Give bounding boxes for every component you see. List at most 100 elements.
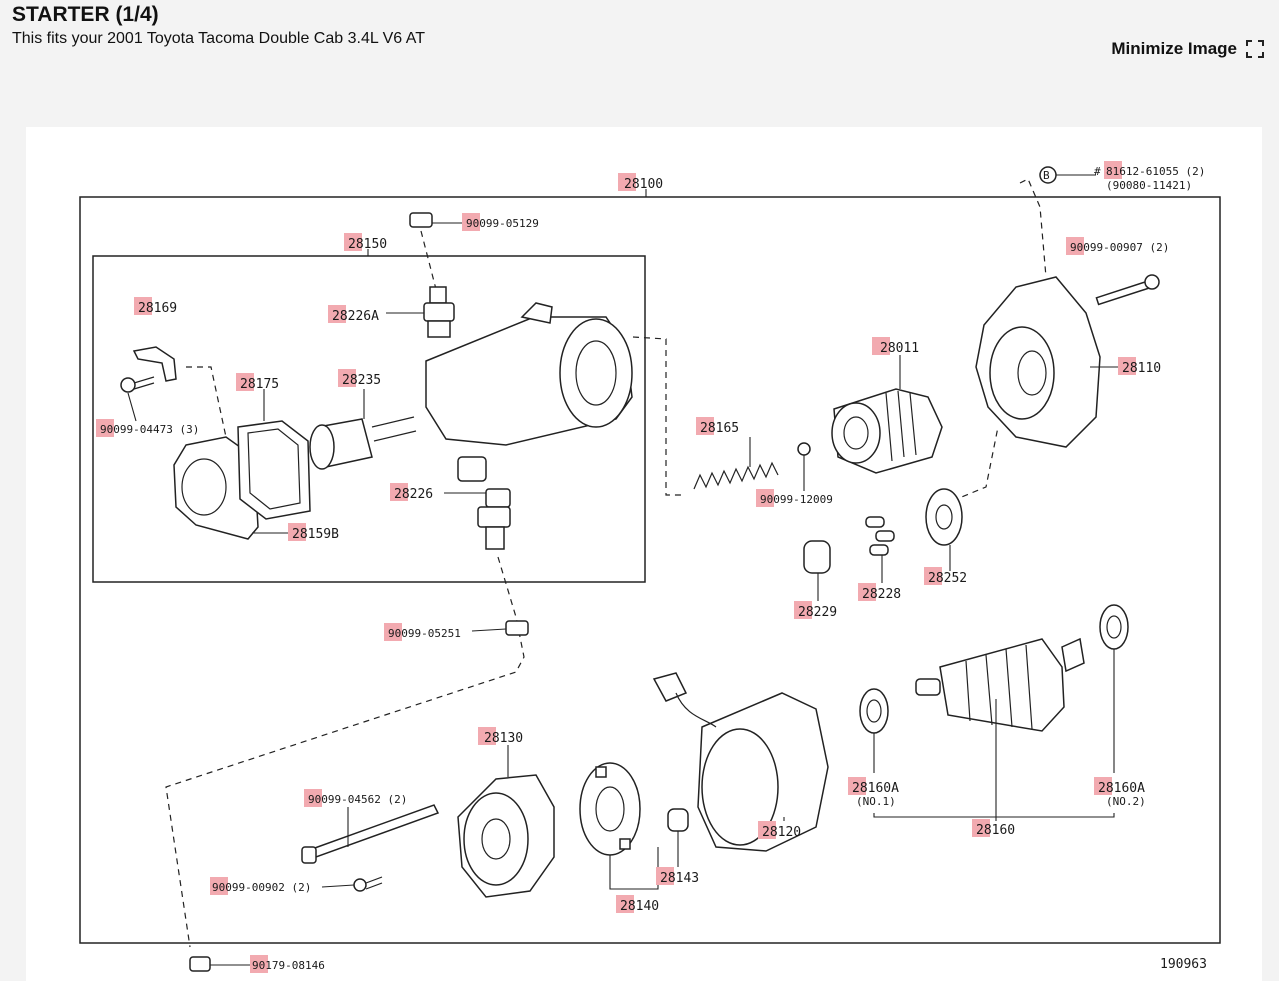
- callout-81612[interactable]: # 81612-61055 (2): [1094, 161, 1205, 179]
- callout-label: 90099-04562 (2): [308, 793, 407, 806]
- callout-label: 28235: [342, 373, 381, 388]
- dash-line: [186, 366, 227, 438]
- fitment-subtitle: This fits your 2001 Toyota Tacoma Double…: [12, 30, 425, 47]
- nut-part-icon: [471, 620, 529, 636]
- plunger-part-icon: [309, 389, 417, 470]
- callout-label: 90179-08146: [252, 959, 325, 972]
- callout-90099-12009[interactable]: 90099-12009: [756, 489, 833, 507]
- callout-label: 90099-00907 (2): [1070, 241, 1169, 254]
- diagram-id-label: 190963: [1160, 957, 1207, 972]
- page-header: STARTER (1/4) This fits your 2001 Toyota…: [12, 2, 425, 50]
- callout-label: 28160A: [852, 781, 899, 796]
- callout-label: 28110: [1122, 361, 1161, 376]
- end-cover-part-icon: [173, 436, 288, 540]
- callout-label: 28011: [880, 341, 919, 356]
- idler-gear-part-icon: [925, 488, 963, 571]
- callout-28165[interactable]: 28165: [696, 417, 739, 436]
- callout-28143[interactable]: 28143: [656, 867, 699, 886]
- through-bolt-part-icon: [301, 804, 440, 864]
- callout-90099-05129[interactable]: 90099-05129: [462, 213, 539, 231]
- callout-90099-00902[interactable]: 90099-00902 (2): [210, 877, 311, 895]
- screw-part-icon: [321, 876, 383, 892]
- screw-part-icon: [120, 376, 155, 422]
- nut-part-icon: [189, 956, 252, 972]
- minimize-image-button[interactable]: Minimize Image: [1107, 37, 1269, 61]
- callout-label: 28226A: [332, 309, 379, 324]
- callout-28159B[interactable]: 28159B: [288, 523, 339, 542]
- assembly-frame-28150: [92, 255, 646, 583]
- brush-spring-part-icon: [667, 808, 689, 867]
- callout-28228[interactable]: 28228: [858, 583, 901, 602]
- terminal-part-icon: [132, 346, 177, 382]
- callout-90099-04562[interactable]: 90099-04562 (2): [304, 789, 407, 807]
- overrunning-clutch-part-icon: [831, 355, 943, 474]
- bearing-part-icon: [1099, 604, 1129, 773]
- callout-label: 28160: [976, 823, 1015, 838]
- callout-label: 28100: [624, 177, 663, 192]
- long-bolt-part-icon: [1095, 274, 1160, 306]
- callout-28140[interactable]: 28140: [616, 895, 659, 914]
- bearing-part-icon: [859, 688, 889, 773]
- callout-label: 28130: [484, 731, 523, 746]
- callout-28229[interactable]: 28229: [794, 601, 837, 620]
- callout-label: 81612-61055 (2): [1106, 165, 1205, 178]
- callout-label: 28143: [660, 871, 699, 886]
- callout-label: 90099-05129: [466, 217, 539, 230]
- end-frame-part-icon: [457, 745, 555, 898]
- callout-28226[interactable]: 28226: [390, 483, 433, 502]
- callout-90099-05251[interactable]: 90099-05251: [384, 623, 461, 641]
- dash-line: [420, 230, 439, 298]
- callout-28130[interactable]: 28130: [478, 727, 523, 746]
- callout-note: (NO.1): [856, 795, 896, 808]
- callout-label: 28175: [240, 377, 279, 392]
- callout-90099-00907[interactable]: 90099-00907 (2): [1066, 237, 1169, 255]
- terminal-bolt-part-icon: [444, 488, 511, 550]
- brush-holder-part-icon: [579, 762, 659, 890]
- bearing-retainer-part-icon: [803, 540, 831, 601]
- callout-label: 28169: [138, 301, 177, 316]
- callout-28120[interactable]: 28120: [758, 821, 801, 840]
- callout-28160A-no2[interactable]: 28160A: [1094, 777, 1145, 796]
- callout-label: 90099-05251: [388, 627, 461, 640]
- hash-mark: #: [1094, 165, 1101, 178]
- callout-28011[interactable]: 28011: [872, 337, 919, 356]
- callout-label: 28228: [862, 587, 901, 602]
- dash-line: [1019, 178, 1047, 278]
- callout-90179-08146[interactable]: 90179-08146: [250, 955, 325, 973]
- bolt-part-icon: [409, 212, 466, 228]
- page-title: STARTER (1/4): [12, 3, 159, 26]
- callout-label: 90099-04473 (3): [100, 423, 199, 436]
- yoke-part-icon: [652, 672, 829, 852]
- callout-28235[interactable]: 28235: [338, 369, 381, 388]
- group-bracket: [873, 813, 1115, 818]
- callout-label: 28160A: [1098, 781, 1145, 796]
- callout-label: 28252: [928, 571, 967, 586]
- callout-28226A[interactable]: 28226A: [328, 305, 379, 324]
- callout-note: (NO.2): [1106, 795, 1146, 808]
- callout-label: 28229: [798, 605, 837, 620]
- callout-label: 28159B: [292, 527, 339, 542]
- steel-ball-part-icon: [797, 442, 811, 491]
- callout-28175[interactable]: 28175: [236, 373, 279, 392]
- spring-part-icon: [693, 437, 779, 490]
- callout-label: 90099-00902 (2): [212, 881, 311, 894]
- callout-28252[interactable]: 28252: [924, 567, 967, 586]
- callout-28150[interactable]: 28150: [344, 233, 387, 252]
- parts-diagram: B: [26, 127, 1262, 981]
- drive-housing-part-icon: [975, 276, 1120, 448]
- callout-label: 28226: [394, 487, 433, 502]
- callout-label: 28120: [762, 825, 801, 840]
- callout-label: 90099-12009: [760, 493, 833, 506]
- expand-corners-icon: [1245, 39, 1265, 59]
- callout-28160A-no1[interactable]: 28160A: [848, 777, 899, 796]
- callout-label: 28140: [620, 899, 659, 914]
- callout-28169[interactable]: 28169: [134, 297, 177, 316]
- callout-90099-04473[interactable]: 90099-04473 (3): [96, 419, 199, 437]
- callout-label: 28165: [700, 421, 739, 436]
- solenoid-housing-part-icon: [425, 302, 633, 482]
- assembly-frame-28100: [79, 196, 1221, 944]
- callout-28160[interactable]: 28160: [972, 819, 1015, 838]
- callout-28100[interactable]: 28100: [618, 173, 663, 192]
- dash-line: [632, 336, 681, 496]
- callout-28110[interactable]: 28110: [1118, 357, 1161, 376]
